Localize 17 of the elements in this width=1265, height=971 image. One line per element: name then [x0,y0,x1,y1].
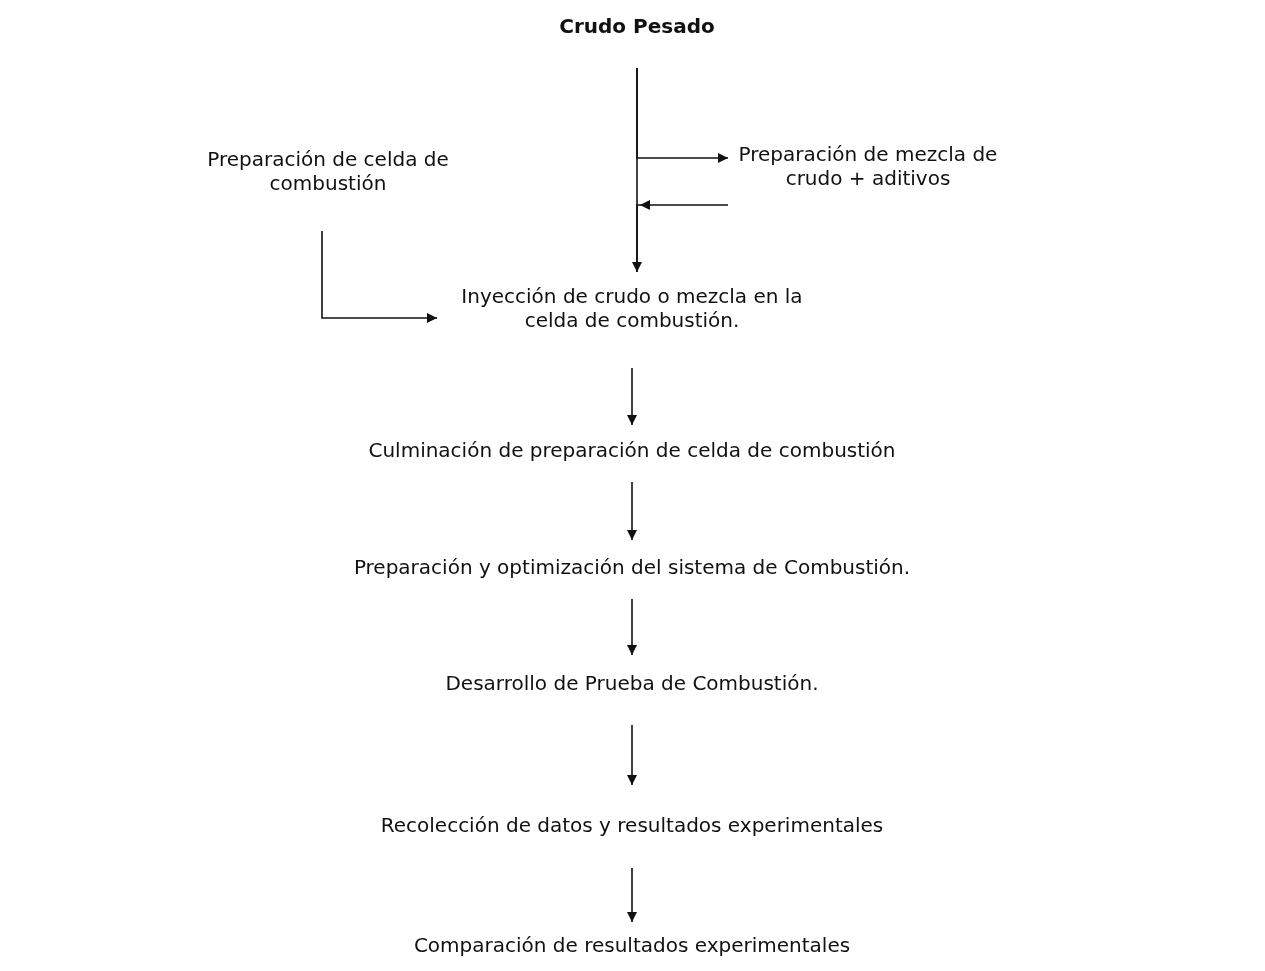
step-label: Crudo Pesado [558,14,716,38]
arrow [636,200,729,273]
arrow [627,367,637,426]
arrow [321,230,438,323]
step-label: Desarrollo de Prueba de Combustión. [444,671,820,695]
step-label: Preparación de mezcla de crudo + aditivos [737,142,999,190]
step-label: Recolección de datos y resultados experimentales [379,813,885,837]
arrow [627,598,637,656]
step-label: Comparación de resultados experimentales [412,933,852,957]
step-label: Inyección de crudo o mezcla en la celda de combustión. [460,284,804,332]
arrow [627,867,637,923]
step-label: Preparación y optimización del sistema de Combustión. [352,555,912,579]
arrow [627,724,637,786]
arrow [627,481,637,541]
step-label: Culminación de preparación de celda de combustión [367,438,897,462]
step-label: Preparación de celda de combustión [206,147,450,195]
arrow [636,67,729,163]
